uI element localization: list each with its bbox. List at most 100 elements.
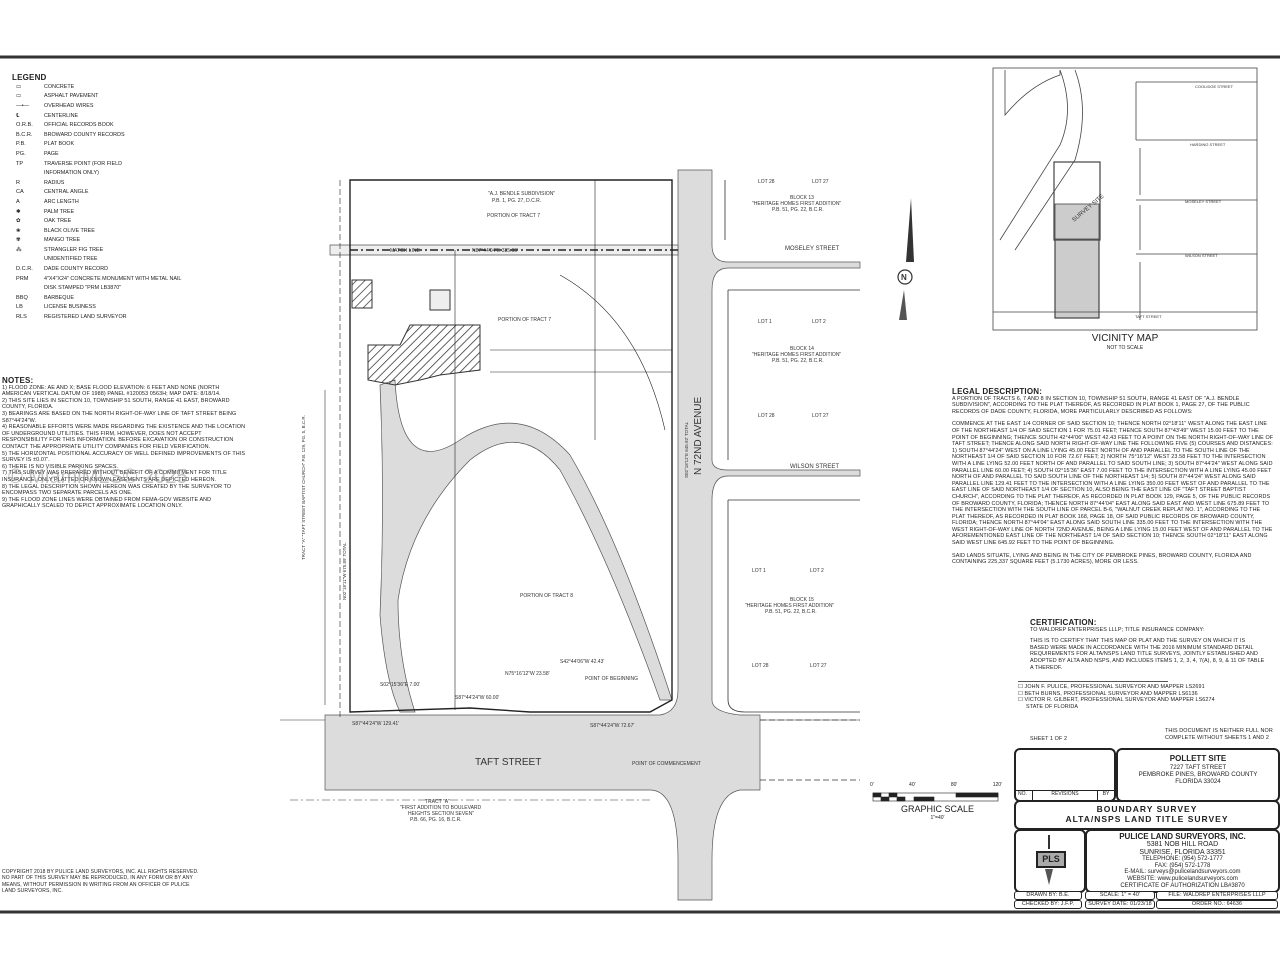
company-name: PULICE LAND SURVEYORS, INC. (1119, 832, 1246, 841)
signer-name: JOHN F. PULICE, PROFESSIONAL SURVEYOR AN… (1024, 684, 1205, 691)
project-address: FLORIDA 33024 (1175, 778, 1221, 786)
logo-box: PLS (1014, 829, 1086, 893)
notes-list: 1) FLOOD ZONE: AE AND X; BASE FLOOD ELEV… (2, 385, 247, 510)
legend-label: DISK STAMPED "PRM LB3870" (44, 285, 122, 292)
legend-label: LICENSE BUSINESS (44, 304, 96, 311)
tract-a-south-label: "FIRST ADDITION TO BOULEVARD (400, 805, 482, 811)
legend-item: ▭CONCRETE (12, 82, 242, 92)
lot-label: LOT 27 (810, 663, 827, 669)
lot-label: LOT 28 (758, 179, 775, 185)
rev-label: REVISIONS (1033, 791, 1098, 800)
note-item: 4) REASONABLE EFFORTS WERE MADE REGARDIN… (2, 424, 246, 450)
company-telephone: TELEPHONE: (954) 572-1777 (1142, 856, 1223, 863)
signer: ☐ JOHN F. PULICE, PROFESSIONAL SURVEYOR … (1018, 684, 1205, 691)
north-arrow-icon: N (897, 198, 914, 320)
order-number: ORDER NO.: 64636 (1156, 900, 1278, 909)
vicinity-street: TAFT STREET (1135, 314, 1162, 319)
blocks-east (724, 180, 860, 781)
legend-label: REGISTERED LAND SURVEYOR (44, 314, 127, 321)
wilson-label: WILSON STREET (790, 464, 839, 470)
note-item: 7) THIS SURVEY WAS PREPARED WITHOUT BENE… (2, 470, 227, 483)
tract7-label: PORTION OF TRACT 7 (498, 317, 551, 323)
parcel-boundary (339, 179, 680, 720)
survey-title-box: BOUNDARY SURVEY ALTA/NSPS LAND TITLE SUR… (1014, 800, 1280, 830)
drawn-by: DRAWN BY: B.E. (1014, 891, 1082, 900)
signer: ☐ BETH BURNS, PROFESSIONAL SURVEYOR AND … (1018, 690, 1198, 697)
legend-item: O.R.B.OFFICIAL RECORDS BOOK (12, 120, 242, 130)
sheet-number: SHEET 1 OF 2 (1030, 736, 1068, 742)
legend-label: OAK TREE (44, 218, 72, 225)
scale-tick: 120' (992, 782, 1002, 788)
notes-title: NOTES: (2, 376, 34, 385)
legend-label: BARBEQUE (44, 294, 74, 301)
legend-symbol-icon: PRM (16, 275, 29, 282)
north-bearing-label: N87°44'04"E 335.00' (472, 248, 518, 254)
lot-label: LOT 2 (812, 319, 826, 325)
legend-symbol-icon: ✿ (16, 218, 21, 225)
notes: NOTES: 1) FLOOD ZONE: AE AND X; BASE FLO… (2, 376, 247, 510)
legend-label: BROWARD COUNTY RECORDS (44, 131, 125, 138)
bearing-label: S87°44'24"W 129.41' (352, 721, 399, 727)
signer-name: BETH BURNS, PROFESSIONAL SURVEYOR AND MA… (1024, 690, 1198, 697)
legend-symbol-icon: P.B. (16, 141, 26, 148)
heritage-ref: P.B. 51, PG. 22, B.C.R. (772, 358, 824, 364)
legend-symbol-icon: B.C.R. (16, 131, 33, 138)
legend-label: MANGO TREE (44, 237, 81, 244)
legend-label: DADE COUNTY RECORD (44, 266, 108, 273)
block14-label: BLOCK 14 (790, 346, 814, 352)
legend-label: STRANGLER FIG TREE (44, 246, 104, 253)
legend-label: ARC LENGTH (44, 198, 79, 205)
note-item: 1) FLOOD ZONE: AE AND X; BASE FLOOD ELEV… (2, 384, 221, 398)
scale-tick: 0' (870, 782, 874, 788)
vicinity-street: COOLIDGE STREET (1195, 84, 1234, 89)
project-box: POLLETT SITE 7227 TAFT STREET PEMBROKE P… (1116, 748, 1280, 802)
company-address: SUNRISE, FLORIDA 33351 (1139, 848, 1226, 856)
legend-symbol-icon: ⁂ (16, 246, 22, 253)
lot-label: LOT 27 (812, 413, 829, 419)
disclaimer: THIS DOCUMENT IS NEITHER FULL NOR COMPLE… (1165, 728, 1273, 741)
heritage-label: "HERITAGE HOMES FIRST ADDITION" (745, 603, 834, 609)
legend-symbol-icon: —•— (16, 102, 30, 109)
file-name: FILE: WALDREP ENTERPRISES LLLP (1156, 891, 1278, 900)
tract-a-south-label: P.B. 66, PG. 16, B.C.R. (410, 817, 462, 823)
graphic-scale-ratio: 1"=40' (930, 815, 945, 821)
graphic-scale-bar (872, 792, 999, 802)
legend-label: INFORMATION ONLY) (44, 170, 99, 177)
block13-label: BLOCK 13 (790, 195, 814, 201)
legend-symbol-icon: D.C.R. (16, 266, 33, 273)
project-address: 7227 TAFT STREET (1169, 764, 1227, 771)
legend-item: D.C.R. DADE COUNTY RECORD (12, 264, 242, 274)
legend-item: ✾MANGO TREE (12, 236, 242, 246)
bearing-label: S42°44'06"W 42.43' (560, 659, 604, 665)
tract8-label: PORTION OF TRACT 8 (520, 593, 573, 599)
tract-a-south-label: HEIGHTS SECTION SEVEN" (408, 811, 474, 817)
lot-label: LOT 2 (810, 568, 824, 574)
legend-item: ❀BLACK OLIVE TREE (12, 226, 242, 236)
lot-label: LOT 28 (758, 413, 775, 419)
heritage-label: "HERITAGE HOMES FIRST ADDITION" (752, 201, 841, 207)
legend-label: PAGE (44, 150, 59, 157)
legend-item: R RADIUS (12, 178, 242, 188)
legend-label: CENTRAL ANGLE (44, 189, 89, 196)
legend: LEGEND ▭CONCRETE▭ASPHALT PAVEMENT—•—OVER… (12, 73, 242, 322)
scale-tick: 80' (950, 782, 958, 788)
lot-label: LOT 27 (812, 179, 829, 185)
revisions-table: NO. REVISIONS BY (1014, 748, 1116, 802)
legal-title: LEGAL DESCRIPTION: (952, 387, 1043, 396)
legend-label: RADIUS (44, 179, 65, 186)
legend-symbol-icon: ▭ (16, 93, 22, 100)
scale-field: SCALE: 1" = 40' (1085, 891, 1155, 900)
legend-symbol-icon: R (16, 179, 21, 186)
pls-logo: PLS (1036, 851, 1066, 868)
company-address: 5381 NOB HILL ROAD (1146, 841, 1219, 848)
legend-symbol-icon: ▭ (16, 83, 22, 90)
vicinity-map (992, 67, 1258, 331)
west-line-label: N02°18'11"W 675.89' TOTAL (342, 542, 347, 600)
certification: CERTIFICATION: TO WALDREP ENTERPRISES LL… (1018, 619, 1265, 711)
note-item: 9) THE FLOOD ZONE LINES WERE OBTAINED FR… (2, 496, 212, 510)
legend-symbol-icon: PG. (16, 150, 26, 157)
